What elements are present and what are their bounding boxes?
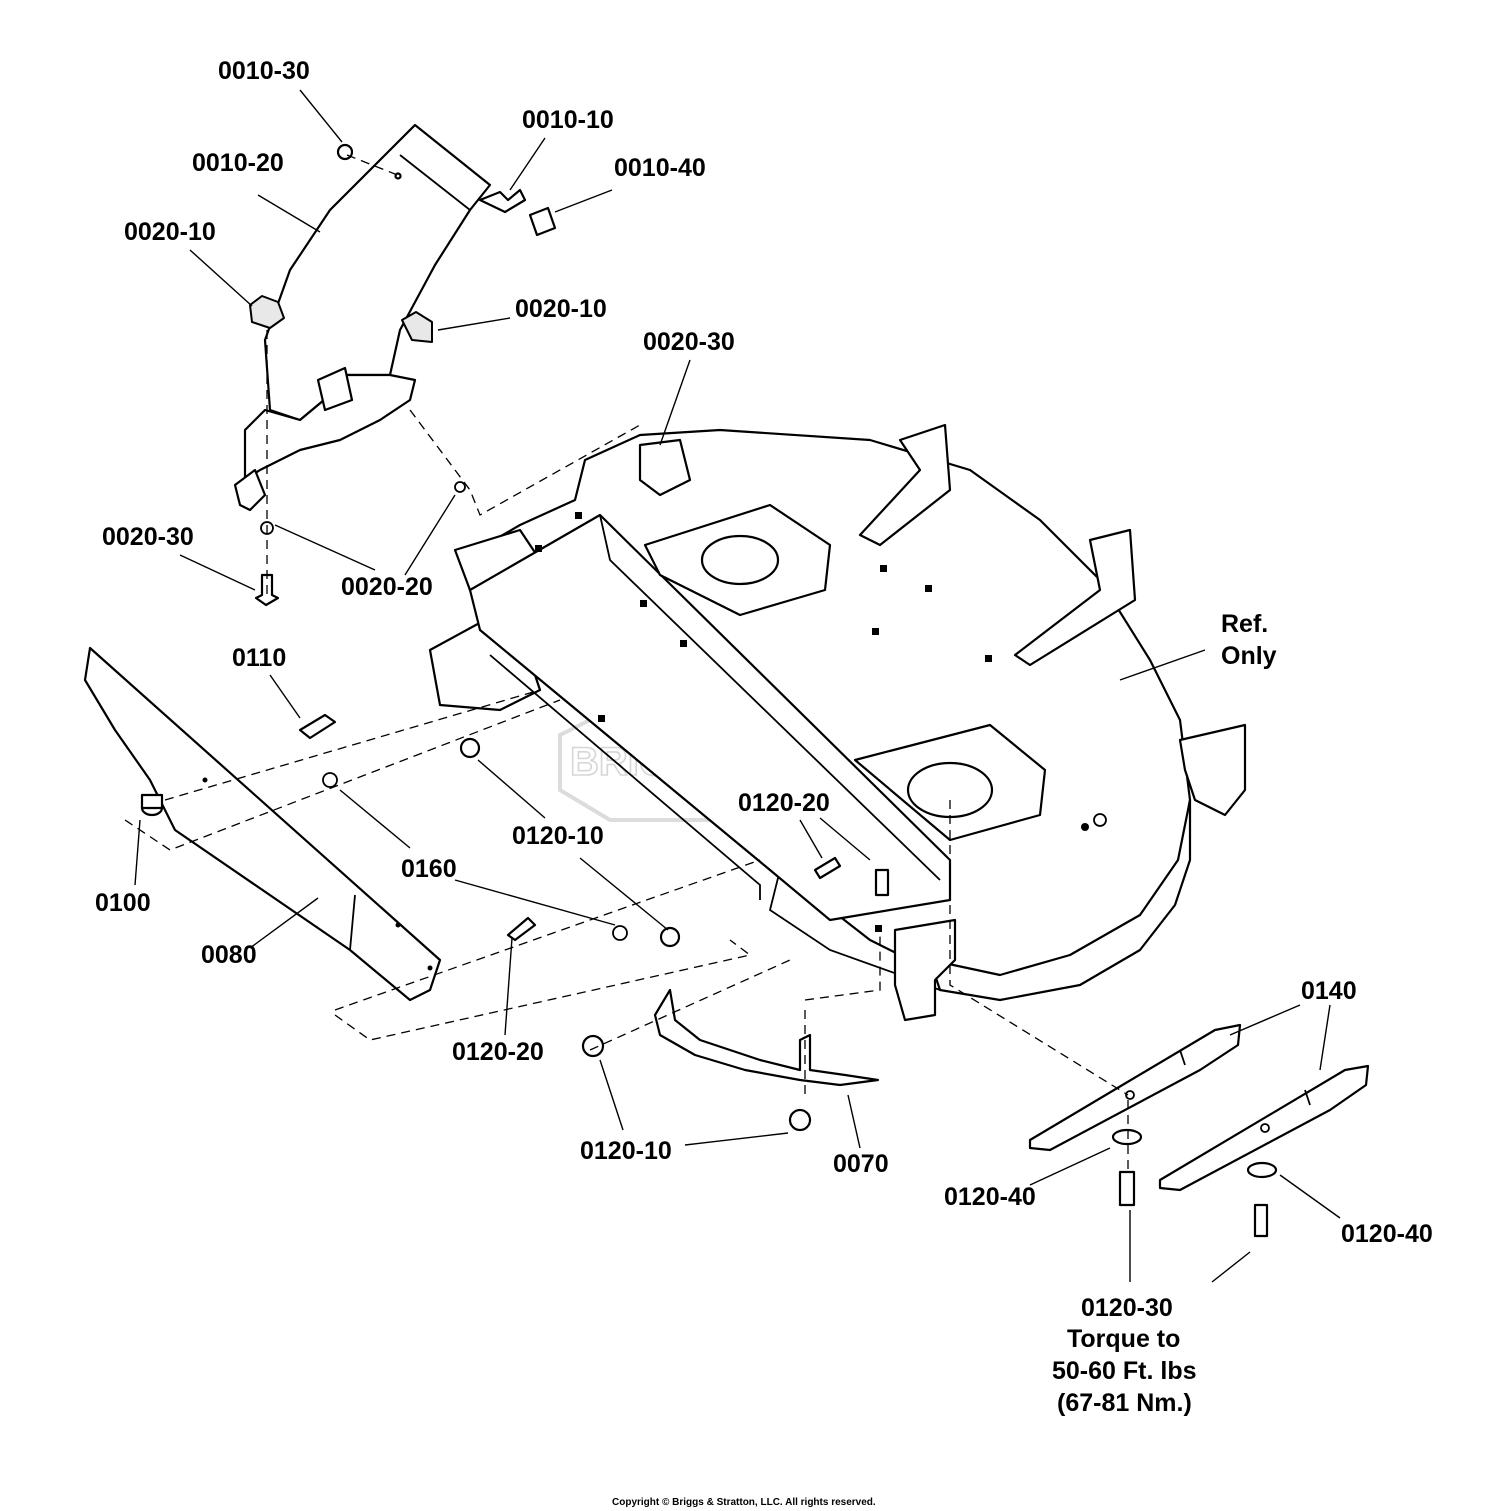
label-0010-20: 0010-20 [192, 149, 284, 177]
torque-note-line3: (67-81 Nm.) [1057, 1389, 1192, 1417]
label-0120-10-upper: 0120-10 [512, 822, 604, 850]
label-0110: 0110 [232, 644, 286, 672]
blades [1028, 1023, 1370, 1238]
label-0120-20-upper: 0120-20 [738, 789, 830, 817]
label-0080: 0080 [201, 941, 257, 969]
label-0020-30-deck: 0020-30 [643, 328, 735, 356]
label-0100: 0100 [95, 889, 151, 917]
label-0010-10: 0010-10 [522, 106, 614, 134]
discharge-chute [233, 123, 557, 607]
mower-deck [428, 423, 1247, 1022]
label-0010-30: 0010-30 [218, 57, 310, 85]
label-0160: 0160 [401, 855, 457, 883]
torque-note-line1: Torque to [1067, 1325, 1180, 1353]
label-0070: 0070 [833, 1150, 889, 1178]
label-0020-30-left: 0020-30 [102, 523, 194, 551]
label-only: Only [1221, 642, 1277, 670]
callout-labels: 0010-30 0010-10 0010-20 0010-40 0020-10 … [95, 57, 1433, 1417]
label-0010-40: 0010-40 [614, 154, 706, 182]
torque-note-line2: 50-60 Ft. lbs [1052, 1357, 1197, 1385]
label-0120-40-right: 0120-40 [1341, 1220, 1433, 1248]
leader-lines [134, 89, 1341, 1283]
label-ref: Ref. [1221, 610, 1268, 638]
label-0120-40-left: 0120-40 [944, 1183, 1036, 1211]
label-0140: 0140 [1301, 977, 1357, 1005]
baffle [653, 988, 880, 1087]
label-0120-10-lower: 0120-10 [580, 1137, 672, 1165]
label-0020-10-left: 0020-10 [124, 218, 216, 246]
label-0020-20: 0020-20 [341, 573, 433, 601]
label-0020-10-right: 0020-10 [515, 295, 607, 323]
copyright-notice: Copyright © Briggs & Stratton, LLC. All … [612, 1497, 876, 1508]
assembly-lines [124, 154, 1129, 1170]
label-0120-30: 0120-30 [1081, 1294, 1173, 1322]
label-0120-20-lower: 0120-20 [452, 1038, 544, 1066]
